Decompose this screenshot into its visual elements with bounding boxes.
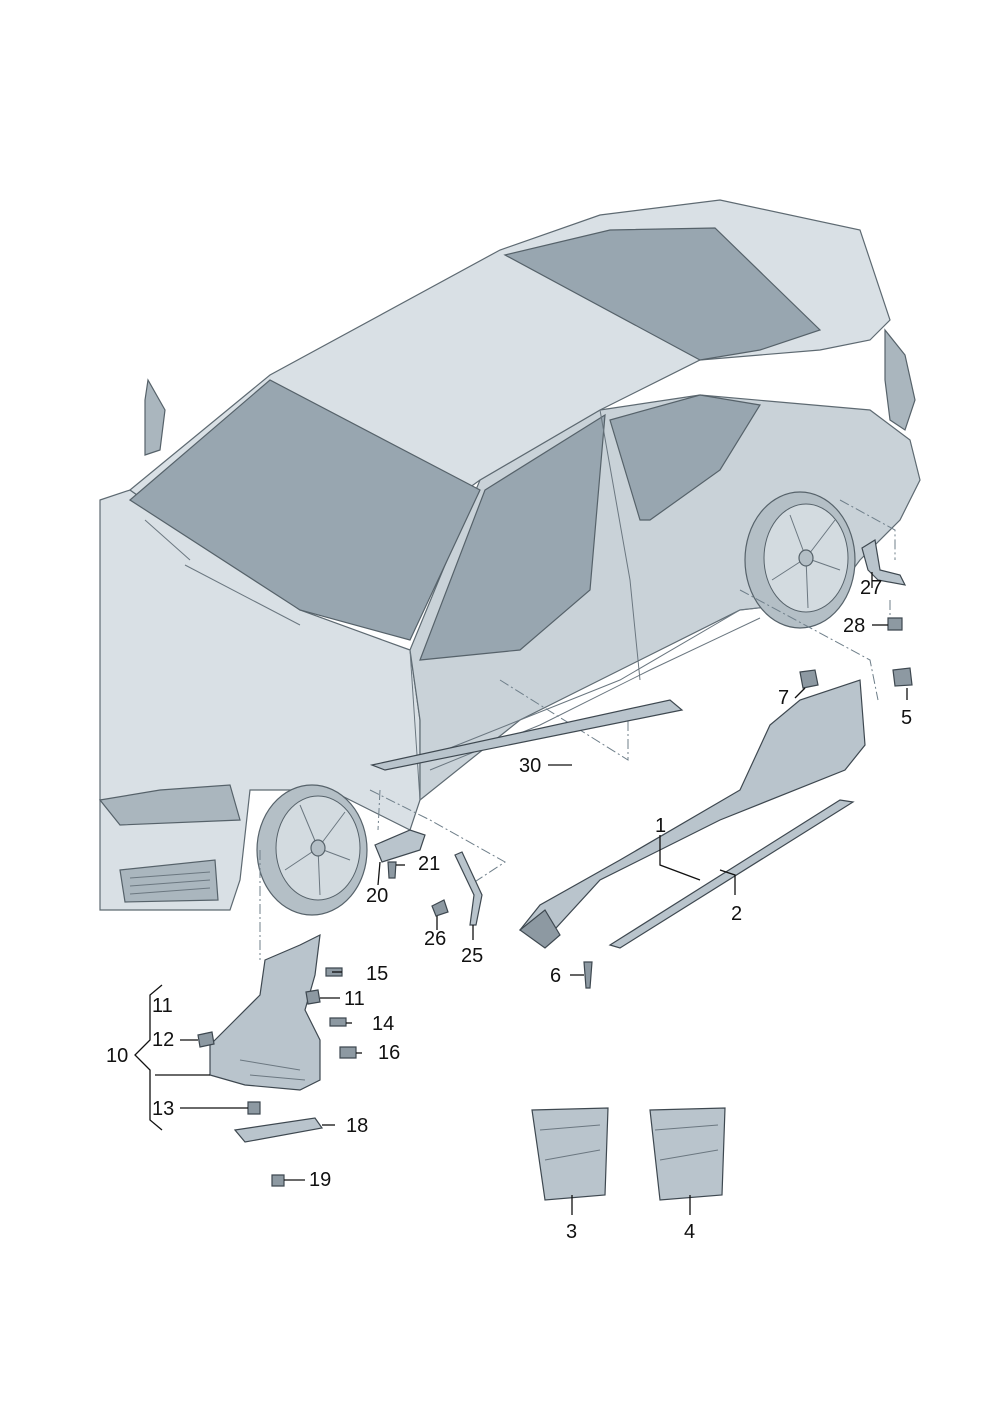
side-sill-panel xyxy=(519,679,866,941)
part-25-strip xyxy=(454,851,483,926)
label-16: 16 xyxy=(378,1042,400,1064)
leader-lines xyxy=(134,572,908,1215)
part-6-rivet xyxy=(583,961,593,989)
front-wheel xyxy=(256,784,368,916)
label-30: 30 xyxy=(519,755,541,777)
label-19: 19 xyxy=(309,1169,331,1191)
label-13: 13 xyxy=(152,1098,174,1120)
label-14: 14 xyxy=(372,1013,394,1035)
part-14-screw xyxy=(329,1017,347,1027)
label-21: 21 xyxy=(418,853,440,875)
part-28-screw xyxy=(887,617,903,631)
part-18-bracket xyxy=(233,1117,324,1143)
label-7: 7 xyxy=(778,687,789,709)
label-10: 10 xyxy=(106,1045,128,1067)
rear-wheel xyxy=(744,491,856,629)
label-4: 4 xyxy=(684,1221,695,1243)
label-26: 26 xyxy=(424,928,446,950)
part-11-clip xyxy=(305,989,321,1005)
car-illustration xyxy=(98,199,921,916)
part-4-bag xyxy=(649,1107,726,1201)
part-21-screw xyxy=(387,861,397,879)
wheel-arch-liner xyxy=(209,933,321,1091)
label-12: 12 xyxy=(152,1029,174,1051)
label-6: 6 xyxy=(550,965,561,987)
label-15: 15 xyxy=(366,963,388,985)
part-12-clip xyxy=(197,1031,215,1048)
part-7-clip xyxy=(799,669,819,689)
assembly-lines xyxy=(259,499,896,960)
label-25: 25 xyxy=(461,945,483,967)
label-27: 27 xyxy=(860,577,882,599)
part-5-clip xyxy=(892,667,913,687)
label-28: 28 xyxy=(843,615,865,637)
label-1: 1 xyxy=(655,815,666,837)
label-2: 2 xyxy=(731,903,742,925)
label-11-group: 11 xyxy=(152,995,173,1017)
label-20: 20 xyxy=(366,885,388,907)
part-3-bag xyxy=(531,1107,609,1201)
part-20-bracket xyxy=(374,829,426,863)
label-18: 18 xyxy=(346,1115,368,1137)
entry-sill-plate xyxy=(369,699,684,771)
part-16-screw xyxy=(339,1046,357,1059)
label-11: 11 xyxy=(344,988,365,1010)
label-3: 3 xyxy=(566,1221,577,1243)
part-27-bracket xyxy=(861,539,907,586)
part-13-nut xyxy=(247,1101,261,1115)
part-26-clip xyxy=(431,899,449,917)
part-19-screw xyxy=(271,1174,285,1187)
label-5: 5 xyxy=(901,707,912,729)
